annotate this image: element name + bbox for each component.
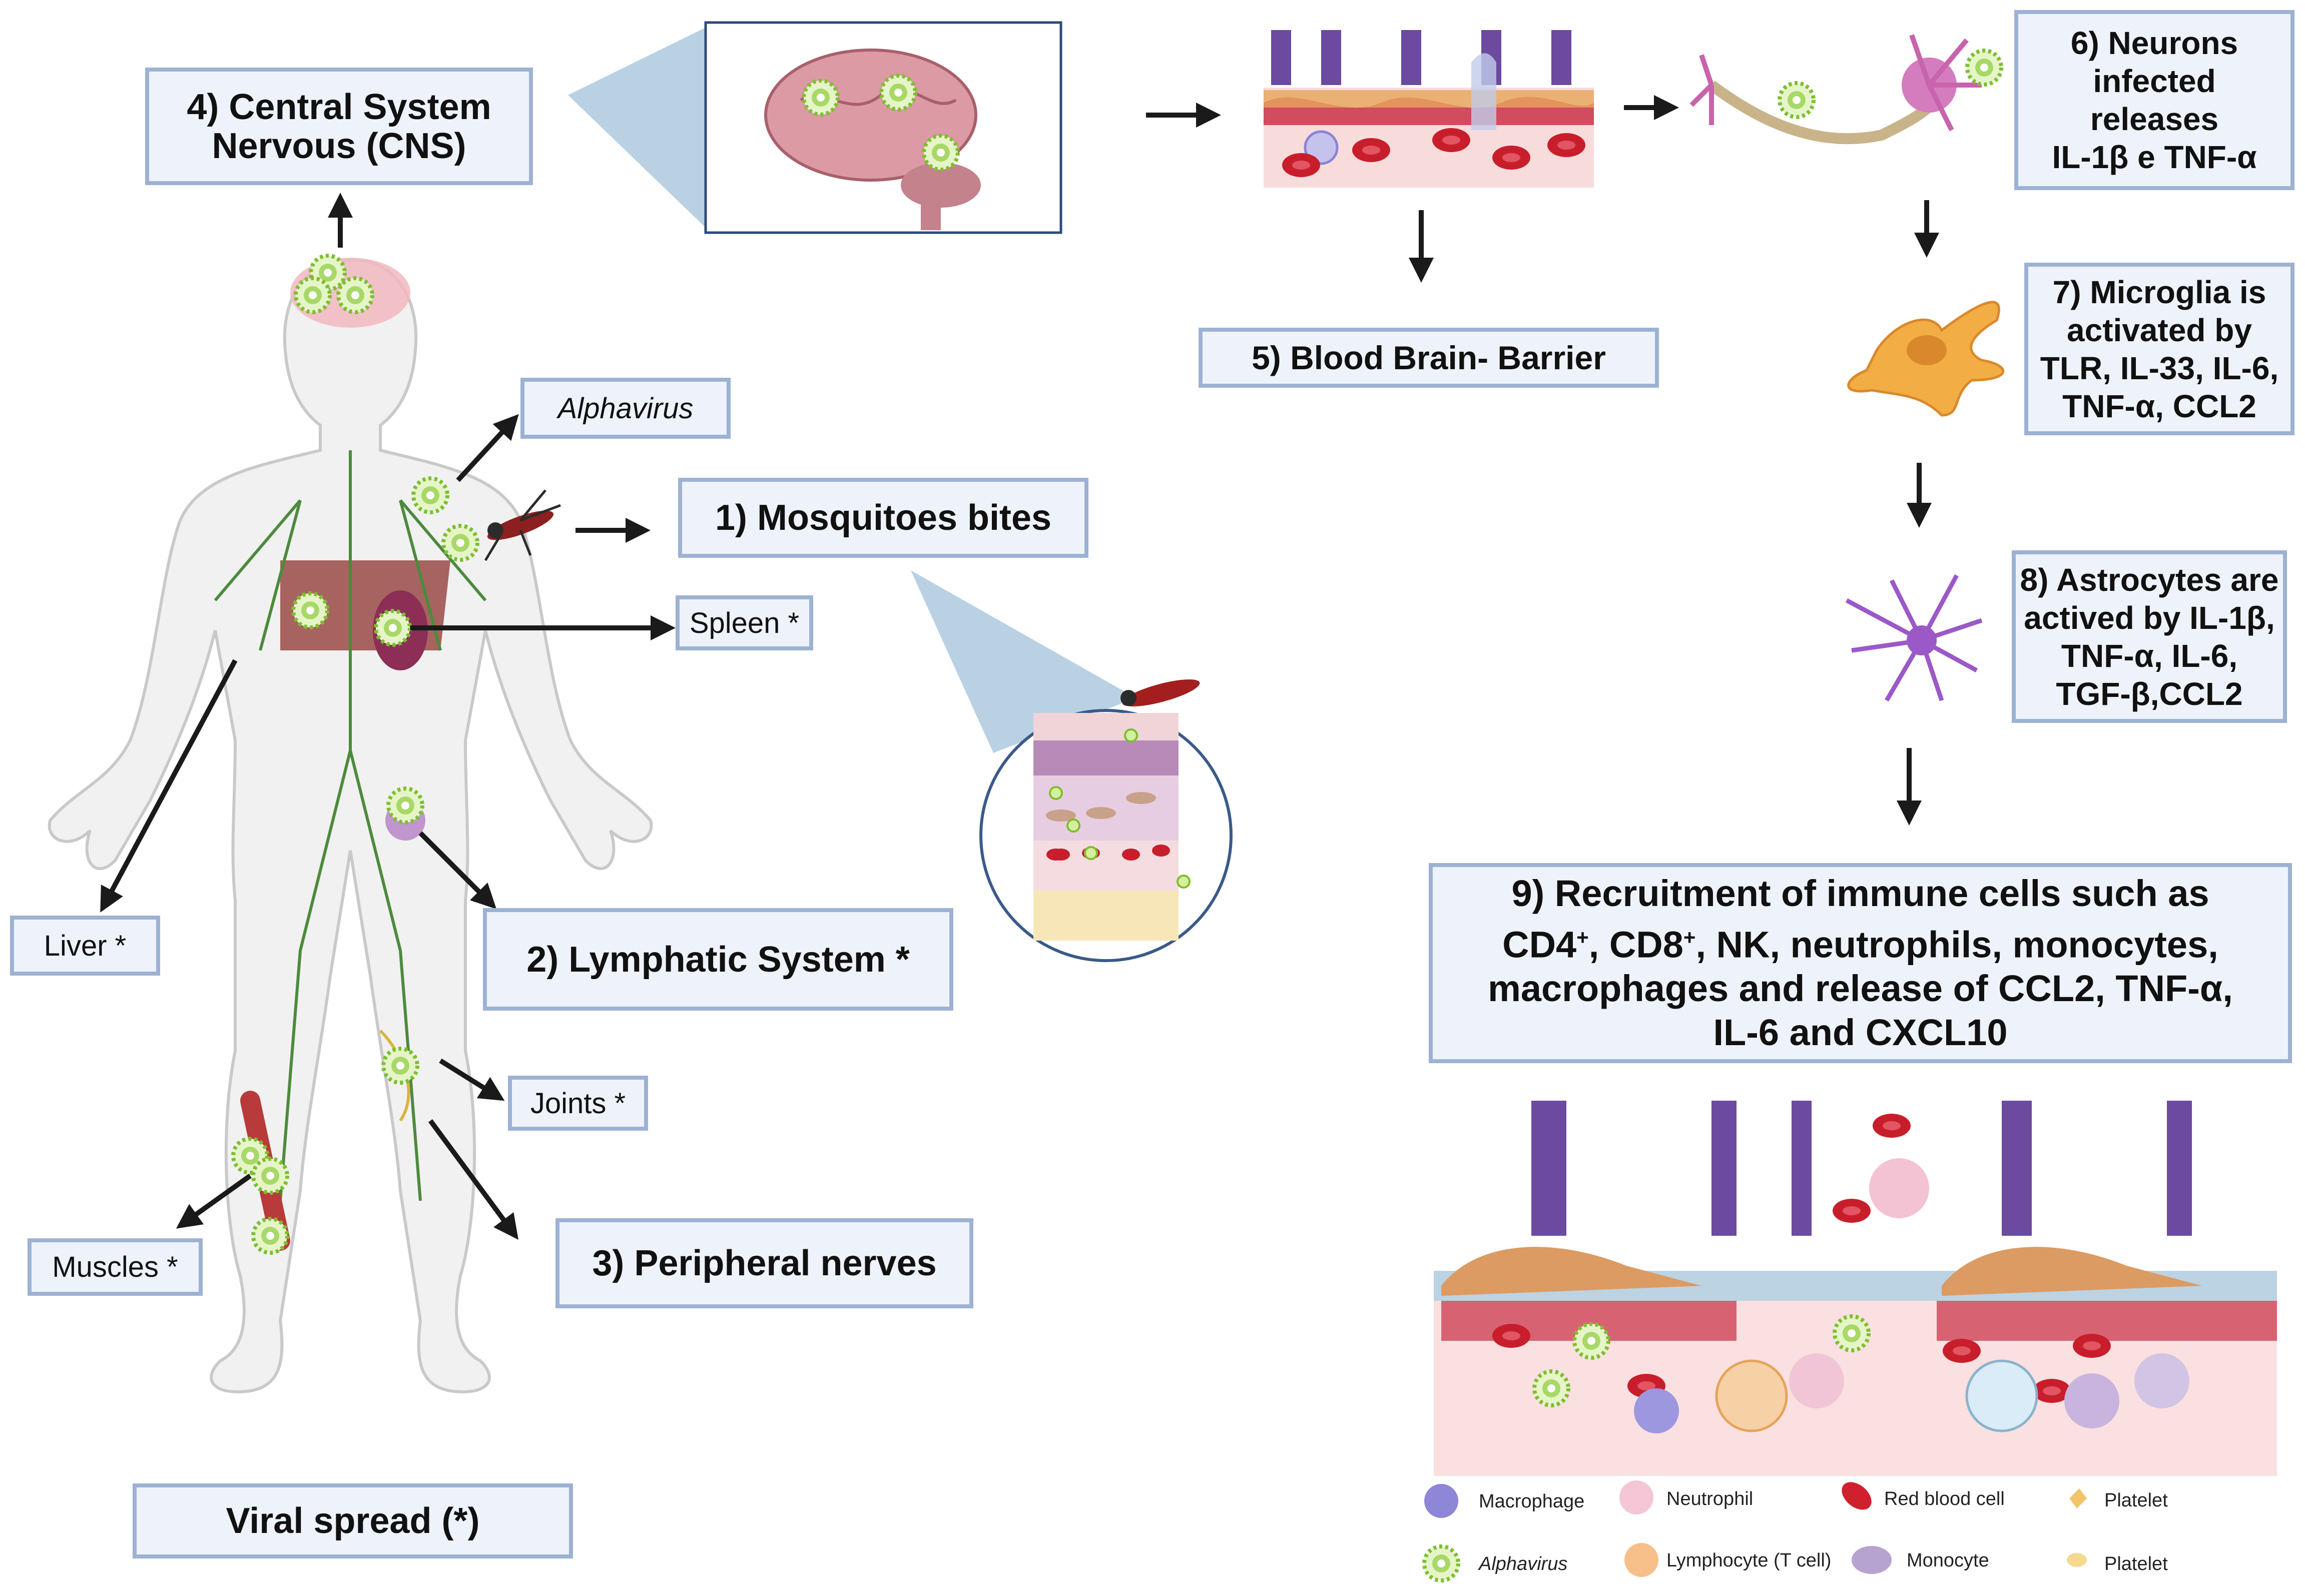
lymphatic-system-label: 2) Lymphatic System * — [526, 939, 910, 980]
bbb-label: 5) Blood Brain- Barrier — [1252, 339, 1606, 376]
astrocytes-line-1: 8) Astrocytes are — [2020, 561, 2279, 598]
bbb-illustration — [1264, 30, 1594, 188]
muscles-box: Muscles * — [28, 1238, 203, 1296]
microglia-line-2: activated by — [2067, 312, 2252, 348]
microglia-illustration — [1847, 301, 2005, 417]
alphavirus-label: Alphavirus — [557, 392, 694, 425]
astrocytes-line-2: actived by IL-1β, — [2024, 599, 2275, 636]
viral-spread-label: Viral spread (*) — [226, 1501, 480, 1541]
recruitment-line-2: CD4+, CD8+, NK, neutrophils, monocytes, — [1502, 924, 2218, 966]
alphavirus-box: Alphavirus — [520, 378, 731, 439]
legend-label-lymphocyte: Lymphocyte (T cell) — [1666, 1550, 1832, 1571]
neuron-illustration — [1689, 34, 2001, 145]
joints-box: Joints * — [508, 1076, 648, 1131]
neurons-box: 6) Neurons infected releases IL-1β e TNF… — [2014, 10, 2294, 190]
neurons-line-3: releases — [2090, 101, 2219, 137]
monocyte-icon — [1852, 1546, 1892, 1574]
mosquito-icon — [484, 489, 561, 561]
recruitment-box: 9) Recruitment of immune cells such as C… — [1429, 863, 2292, 1063]
recruitment-line-4: IL-6 and CXCL10 — [1713, 1012, 2008, 1054]
legend-label-red-blood-cell: Red blood cell — [1884, 1488, 2005, 1509]
red-blood-cell-icon — [1842, 1482, 1872, 1510]
astrocytes-line-3: TNF-α, IL-6, — [2061, 637, 2238, 674]
spleen-label: Spleen * — [689, 606, 800, 639]
legend-label-platelet-2: Platelet — [2104, 1553, 2168, 1574]
right-arrows — [1146, 95, 1939, 826]
cns-line-1: 4) Central System — [187, 87, 491, 127]
mosquito-bites-box: 1) Mosquitoes bites — [678, 478, 1088, 558]
neurons-line-4: IL-1β e TNF-α — [2052, 139, 2257, 175]
platelet-icon — [2069, 1488, 2087, 1508]
cns-box: 4) Central System Nervous (CNS) — [145, 68, 533, 185]
legend-label-monocyte: Monocyte — [1907, 1550, 1989, 1571]
joints-label: Joints * — [530, 1087, 626, 1120]
recruitment-line-1: 9) Recruitment of immune cells such as — [1511, 872, 2209, 914]
damaged-bbb-illustration — [1434, 1101, 2277, 1476]
peripheral-nerves-box: 3) Peripheral nerves — [555, 1218, 973, 1308]
microglia-line-1: 7) Microglia is — [2052, 274, 2266, 310]
neutrophil-icon — [1619, 1480, 1653, 1514]
legend-label-neutrophil: Neutrophil — [1666, 1488, 1754, 1509]
platelet-small-icon — [2067, 1553, 2087, 1567]
astrocyte-illustration — [1845, 574, 1983, 702]
legend-icons — [1424, 1480, 2087, 1580]
astrocytes-box: 8) Astrocytes are actived by IL-1β, TNF-… — [2012, 550, 2287, 723]
neurons-line-2: infected — [2093, 63, 2216, 99]
liver-label: Liver * — [44, 929, 127, 962]
microglia-box: 7) Microglia is activated by TLR, IL-33,… — [2024, 263, 2294, 435]
skin-zoom-panel — [911, 570, 1233, 962]
spleen-box: Spleen * — [676, 595, 813, 650]
astrocytes-line-4: TGF-β,CCL2 — [2056, 675, 2243, 712]
cns-line-2: Nervous (CNS) — [212, 126, 466, 166]
liver-box: Liver * — [10, 916, 160, 976]
left-arrows — [100, 193, 676, 1240]
mosquito-bites-label: 1) Mosquitoes bites — [715, 498, 1052, 538]
legend-label-platelet: Platelet — [2104, 1490, 2168, 1511]
peripheral-nerves-label: 3) Peripheral nerves — [592, 1243, 937, 1283]
legend-label-macrophage: Macrophage — [1479, 1491, 1585, 1512]
legend-label-alphavirus: Alphavirus — [1479, 1553, 1568, 1574]
alphavirus-icon — [1424, 1546, 1458, 1580]
macrophage-icon — [1424, 1484, 1458, 1518]
microglia-line-4: TNF-α, CCL2 — [2062, 388, 2256, 424]
recruitment-line-3: macrophages and release of CCL2, TNF-α, — [1488, 968, 2233, 1010]
brain-zoom-panel — [568, 21, 1062, 234]
lymphocyte-icon — [1624, 1543, 1658, 1577]
viral-spread-box: Viral spread (*) — [133, 1483, 573, 1558]
lymphatic-system-box: 2) Lymphatic System * — [483, 908, 953, 1011]
microglia-line-3: TLR, IL-33, IL-6, — [2040, 350, 2279, 386]
muscles-label: Muscles * — [52, 1251, 178, 1283]
human-body-figure — [48, 256, 653, 1393]
bbb-box: 5) Blood Brain- Barrier — [1199, 328, 1659, 388]
neurons-line-1: 6) Neurons — [2070, 25, 2238, 61]
